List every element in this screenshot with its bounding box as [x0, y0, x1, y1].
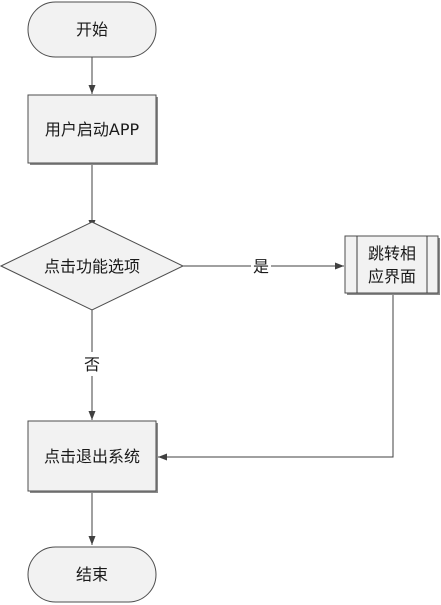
edge-label-yes-group: 是 — [251, 255, 271, 277]
decision-shape — [0, 221, 185, 311]
start-label: 开始 — [76, 20, 108, 39]
exit-system-shape — [27, 420, 157, 492]
jump-page-label-line2: 应界面 — [368, 267, 416, 286]
jump-page-label-line1: 跳转相 — [368, 244, 416, 263]
launch-app-node: 用户启动APP — [27, 94, 158, 165]
edge-label-no: 否 — [84, 355, 100, 374]
jump-page-shape — [344, 235, 439, 294]
edge-label-no-group: 否 — [82, 352, 102, 376]
start-shape — [27, 1, 157, 58]
end-label: 结束 — [76, 565, 108, 584]
edge-label-yes: 是 — [253, 257, 269, 276]
end-shape — [27, 546, 157, 603]
decision-node: 点击功能选项 — [0, 221, 185, 311]
launch-app-shape — [27, 94, 157, 164]
jump-page-node: 跳转相 应界面 — [344, 235, 440, 295]
start-node: 开始 — [27, 1, 157, 58]
exit-system-label: 点击退出系统 — [44, 447, 140, 466]
decision-label: 点击功能选项 — [44, 257, 140, 276]
launch-app-label: 用户启动APP — [45, 120, 140, 139]
end-node: 结束 — [27, 546, 157, 603]
exit-system-node: 点击退出系统 — [27, 420, 158, 493]
edge-jump-to-exit — [158, 294, 394, 461]
